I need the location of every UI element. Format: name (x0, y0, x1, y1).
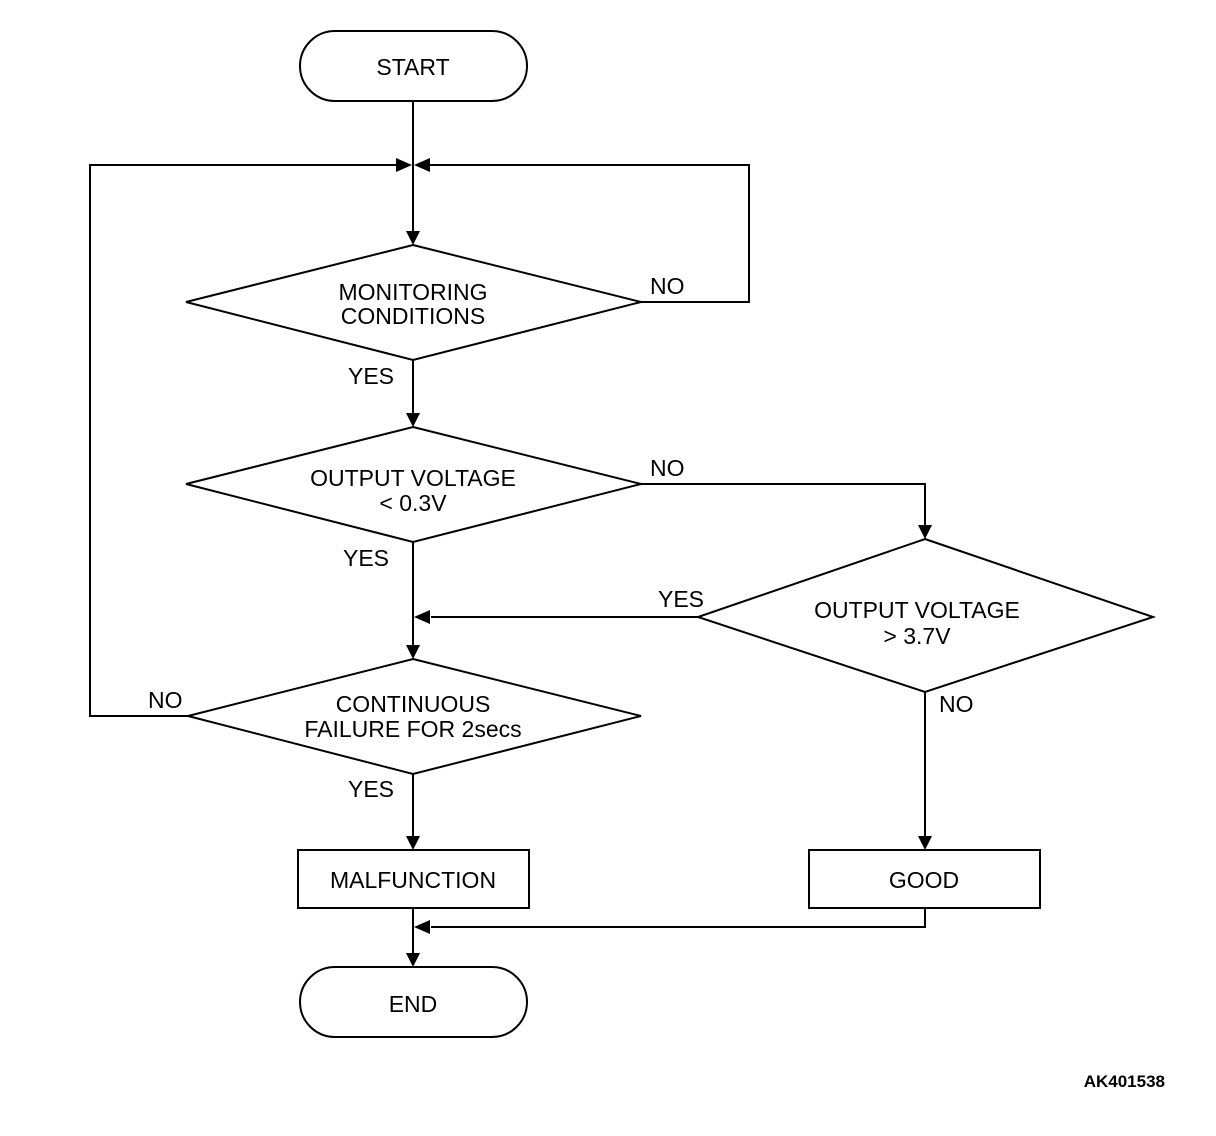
connector-low-voltage-no (641, 483, 926, 527)
good-process: GOOD (808, 849, 1041, 909)
start-terminal-label: START (376, 54, 449, 80)
end-terminal-shape (299, 966, 528, 1038)
high-voltage-label-line1: OUTPUT VOLTAGE (814, 597, 1020, 623)
arrowhead-down-high-voltage (918, 525, 932, 539)
malfunction-label: MALFUNCTION (330, 867, 496, 893)
arrowhead-down-monitoring (406, 231, 420, 245)
continuous-failure-label-line2: FAILURE FOR 2secs (304, 716, 521, 742)
connectors (89, 102, 926, 954)
monitoring-conditions-label-line2: CONDITIONS (341, 303, 485, 329)
continuous-failure-decision: CONTINUOUS FAILURE FOR 2secs (187, 657, 642, 776)
good-label: GOOD (889, 867, 959, 893)
low-voltage-no-label: NO (650, 455, 685, 481)
branch-labels: NO YES NO YES YES NO NO YES (148, 273, 974, 802)
good-box (808, 849, 1041, 909)
low-voltage-label-line2: < 0.3V (379, 490, 447, 516)
low-voltage-yes-label: YES (343, 545, 389, 571)
figure-code: AK401538 (1084, 1072, 1165, 1091)
end-terminal: END (299, 966, 528, 1038)
high-voltage-decision: OUTPUT VOLTAGE > 3.7V (694, 537, 1157, 694)
low-voltage-diamond (185, 425, 642, 544)
arrowhead-down-end (406, 953, 420, 967)
continuous-failure-diamond (187, 657, 642, 776)
continuous-no-label: NO (148, 687, 183, 713)
arrowheads (396, 158, 932, 967)
malfunction-box (297, 849, 530, 909)
end-terminal-label: END (389, 991, 438, 1017)
arrowhead-right-loop-merge (396, 158, 412, 172)
monitoring-conditions-diamond (185, 243, 642, 362)
connector-monitoring-no-loop (430, 164, 750, 303)
arrowhead-left-high-voltage-yes (414, 610, 430, 624)
monitoring-conditions-decision: MONITORING CONDITIONS (185, 243, 642, 362)
continuous-failure-label-line1: CONTINUOUS (336, 691, 491, 717)
low-voltage-label-line1: OUTPUT VOLTAGE (310, 465, 516, 491)
monitoring-no-label: NO (650, 273, 685, 299)
low-voltage-decision: OUTPUT VOLTAGE < 0.3V (185, 425, 642, 544)
connector-good-to-end (431, 909, 926, 928)
monitoring-yes-label: YES (348, 363, 394, 389)
monitoring-conditions-label-line1: MONITORING (338, 279, 487, 305)
arrowhead-down-continuous (406, 645, 420, 659)
arrowhead-down-low-voltage (406, 413, 420, 427)
arrowhead-left-loop-merge (414, 158, 430, 172)
arrowhead-left-good-merge (414, 920, 430, 934)
start-terminal: START (299, 30, 528, 102)
high-voltage-diamond (694, 537, 1157, 694)
high-voltage-no-label: NO (939, 691, 974, 717)
high-voltage-yes-label: YES (658, 586, 704, 612)
high-voltage-label-line2: > 3.7V (883, 623, 951, 649)
continuous-yes-label: YES (348, 776, 394, 802)
malfunction-process: MALFUNCTION (297, 849, 530, 909)
start-terminal-shape (299, 30, 528, 102)
arrowhead-down-malfunction (406, 836, 420, 850)
connector-continuous-no-loop (89, 164, 396, 717)
arrowhead-down-good (918, 836, 932, 850)
